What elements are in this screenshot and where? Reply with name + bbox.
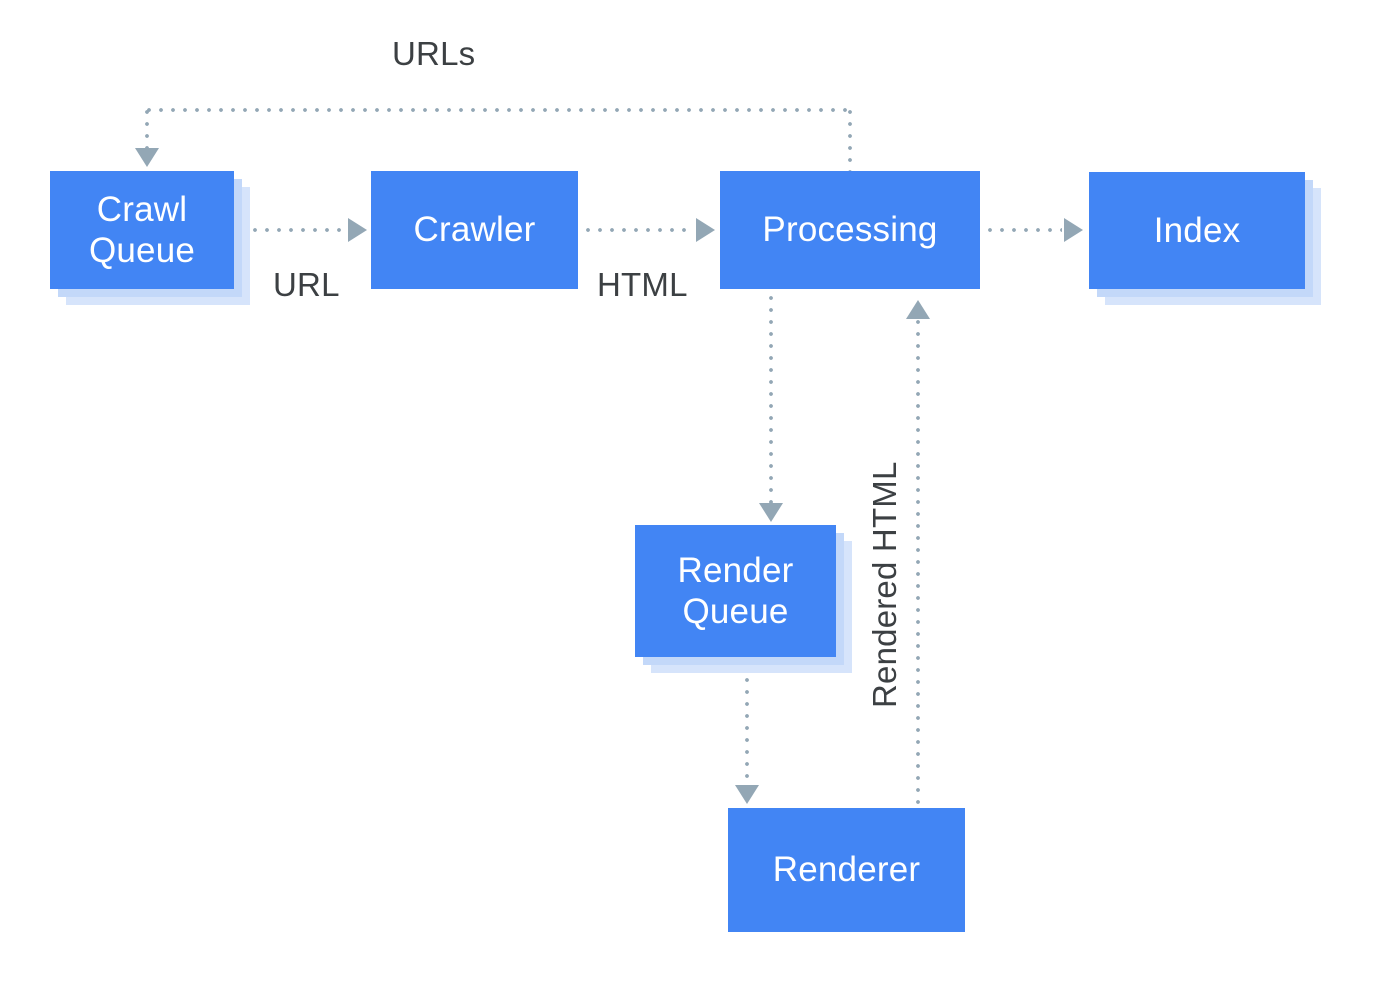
edge-label-url: URL [273, 266, 340, 303]
node-crawler[interactable]: Crawler [371, 171, 578, 289]
edge-label-urls: URLs [392, 35, 476, 72]
node-renderer-label: Renderer [772, 850, 921, 890]
arrowhead-renderer-input [735, 785, 759, 804]
edge-label-html: HTML [597, 266, 688, 303]
arrowhead-processing-input [696, 218, 715, 242]
arrowhead-index-input [1064, 218, 1083, 242]
node-renderer[interactable]: Renderer [728, 808, 965, 932]
node-index-label: Index [1153, 210, 1241, 250]
connector-urls-riser [848, 110, 852, 172]
index-stack-layer-front [1089, 172, 1305, 289]
node-crawler-label: Crawler [413, 210, 536, 250]
processing-fill [720, 171, 980, 289]
node-index[interactable]: Index [1089, 172, 1321, 305]
edge-label-rendered-html: Rendered HTML [866, 461, 903, 708]
node-crawl-queue-label: Crawl Queue [88, 189, 196, 270]
connector-processing-to-index [988, 228, 1062, 232]
node-render-queue[interactable]: Render Queue [635, 525, 852, 673]
crawler-fill [371, 171, 578, 289]
arrowhead-crawler-input [348, 218, 367, 242]
connector-renderer-to-processing [916, 320, 920, 808]
renderer-fill [728, 808, 965, 932]
render-queue-stack-layer-front [635, 525, 836, 657]
connector-urls-drop [145, 110, 149, 152]
node-render-queue-label: Render Queue [677, 550, 794, 631]
arrowhead-crawlqueue-input [135, 148, 159, 167]
connector-renderqueue-to-renderer [745, 666, 749, 786]
arrowhead-renderqueue-input [759, 503, 783, 522]
connector-crawlqueue-to-crawler [253, 228, 346, 232]
node-crawl-queue[interactable]: Crawl Queue [50, 171, 250, 305]
connector-crawler-to-processing [586, 228, 692, 232]
node-processing[interactable]: Processing [720, 171, 980, 289]
connector-urls-top [147, 108, 850, 112]
connector-processing-to-renderqueue [769, 296, 773, 504]
crawl-queue-stack-layer-front [50, 171, 234, 289]
arrowhead-processing-rendered-input [906, 300, 930, 319]
node-processing-label: Processing [762, 210, 938, 250]
